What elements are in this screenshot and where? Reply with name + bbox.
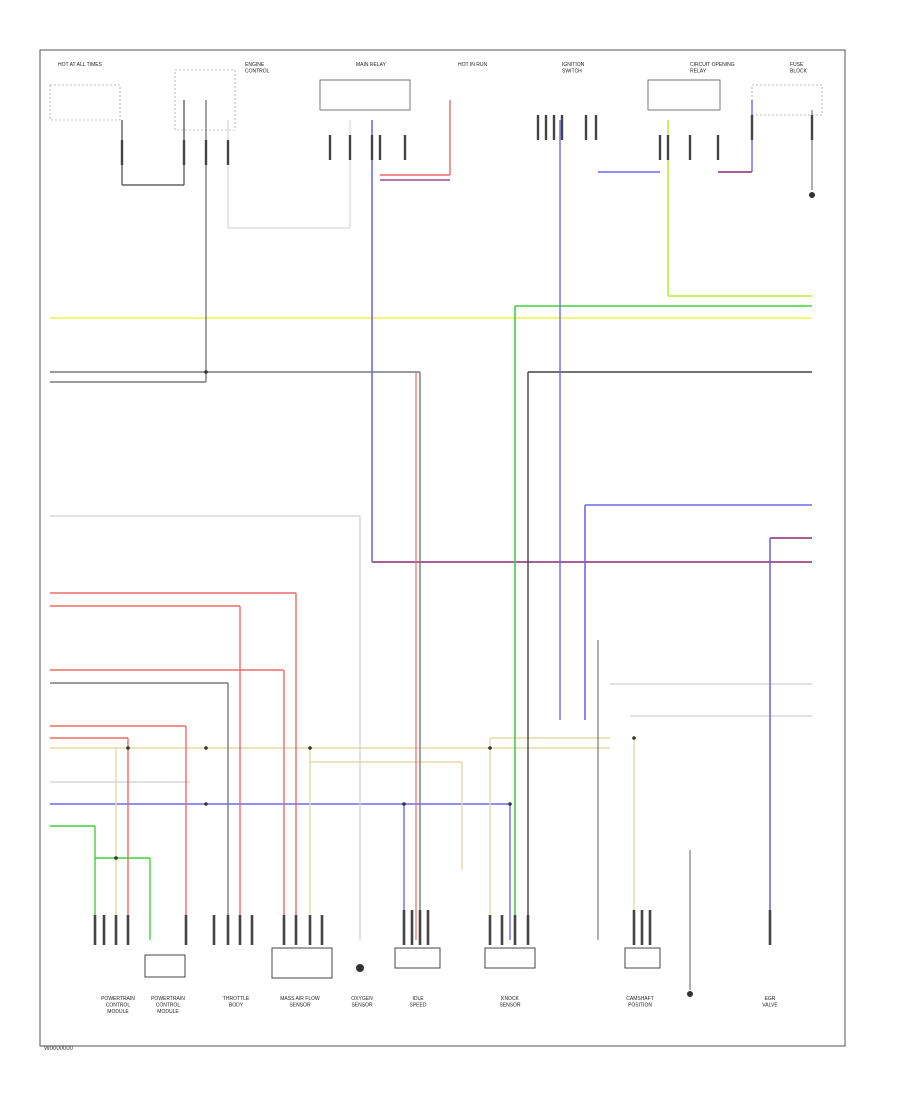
relay-box-2 — [647, 79, 721, 111]
top-label-1: HOT AT ALL TIMES — [58, 62, 103, 68]
top-label-4: HOT IN RUN — [458, 62, 487, 68]
splice-dots — [114, 370, 636, 860]
top-connectors — [120, 115, 814, 165]
ground-symbol-2 — [809, 192, 815, 198]
component-box-6 — [394, 947, 441, 969]
top-label-3: MAIN RELAY — [356, 62, 387, 68]
relay-box-1 — [319, 79, 411, 111]
switch-box-left — [49, 84, 121, 121]
bottom-connectors — [93, 910, 772, 945]
sensor-symbol — [356, 964, 364, 972]
component-box-2 — [144, 954, 186, 978]
component-box-9 — [624, 947, 661, 969]
component-box-8 — [484, 947, 536, 969]
footer-code: W0000000 — [44, 1046, 74, 1052]
switch-box-mid — [174, 69, 236, 131]
component-box-4 — [271, 947, 333, 979]
diagram-frame — [39, 49, 846, 1047]
ground-symbol-1 — [687, 991, 693, 997]
